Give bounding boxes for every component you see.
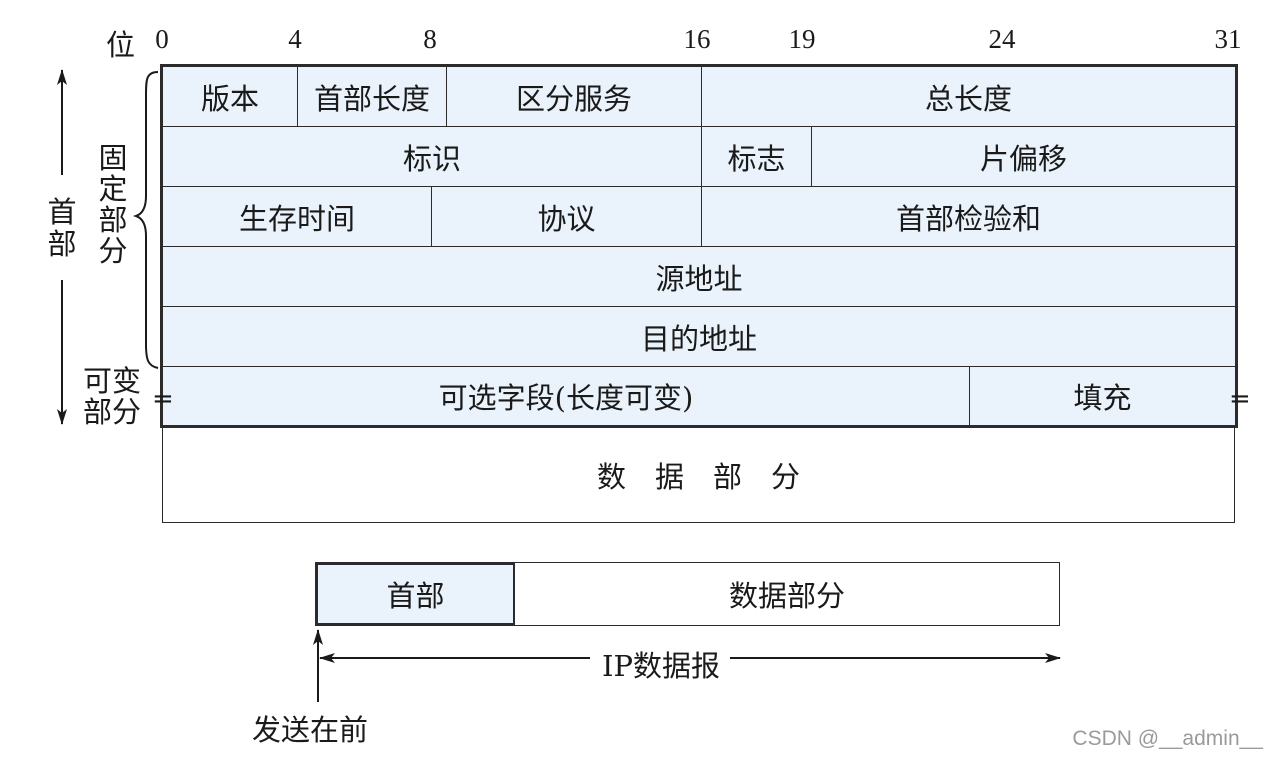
datagram-data-box: 数据部分: [514, 562, 1060, 626]
header-row-1: 版本 首部长度 区分服务 总长度: [163, 67, 1235, 127]
header-row-6: 可选字段(长度可变) 填充: [163, 367, 1235, 425]
equal-mark-right: =: [1229, 384, 1251, 414]
bit-tick-16: 16: [683, 24, 711, 54]
ip-header-table: 版本 首部长度 区分服务 总长度 标识 标志 片偏移 生存时间 协议 首部检验和…: [160, 64, 1238, 428]
field-identification: 标识: [402, 141, 461, 176]
fixed-part-brace: [132, 71, 159, 369]
ip-datagram-label: IP数据报: [596, 643, 726, 685]
bit-tick-31: 31: [1214, 24, 1242, 54]
data-part-box: 数 据 部 分: [162, 428, 1235, 523]
header-row-5: 目的地址: [163, 307, 1235, 367]
header-row-3: 生存时间 协议 首部检验和: [163, 187, 1235, 247]
label-fixed-part: 固定部分: [98, 141, 128, 268]
bit-axis-label: 位: [106, 28, 136, 62]
send-first-label: 发送在前: [252, 713, 369, 747]
bit-tick-8: 8: [423, 24, 437, 54]
label-header: 首部: [47, 195, 77, 261]
field-fragment-offset: 片偏移: [811, 127, 1235, 186]
field-header-length: 首部长度: [297, 67, 446, 126]
field-total-length: 总长度: [701, 67, 1235, 126]
label-variable-part: 可变部分: [82, 364, 141, 429]
field-source-address: 源地址: [655, 261, 743, 296]
field-differentiated-services: 区分服务: [446, 67, 701, 126]
datagram-header-box: 首部: [315, 562, 516, 626]
field-version: 版本: [200, 81, 259, 116]
datagram-data-label: 数据部分: [728, 579, 845, 613]
header-row-4: 源地址: [163, 247, 1235, 307]
field-padding: 填充: [969, 367, 1235, 425]
bit-tick-24: 24: [988, 24, 1016, 54]
field-header-checksum: 首部检验和: [701, 187, 1235, 246]
field-destination-address: 目的地址: [640, 321, 757, 356]
bit-tick-4: 4: [288, 24, 302, 54]
header-row-2: 标识 标志 片偏移: [163, 127, 1235, 187]
field-protocol: 协议: [431, 187, 701, 246]
datagram-header-label: 首部: [386, 579, 445, 613]
equal-mark-left: =: [152, 384, 174, 414]
watermark: CSDN @__admin__: [1072, 727, 1263, 750]
field-options: 可选字段(长度可变): [438, 381, 694, 415]
field-ttl: 生存时间: [238, 201, 355, 236]
data-part-label: 数 据 部 分: [596, 460, 800, 494]
bit-tick-0: 0: [155, 24, 169, 54]
field-flags: 标志: [701, 127, 811, 186]
bit-tick-19: 19: [788, 24, 816, 54]
